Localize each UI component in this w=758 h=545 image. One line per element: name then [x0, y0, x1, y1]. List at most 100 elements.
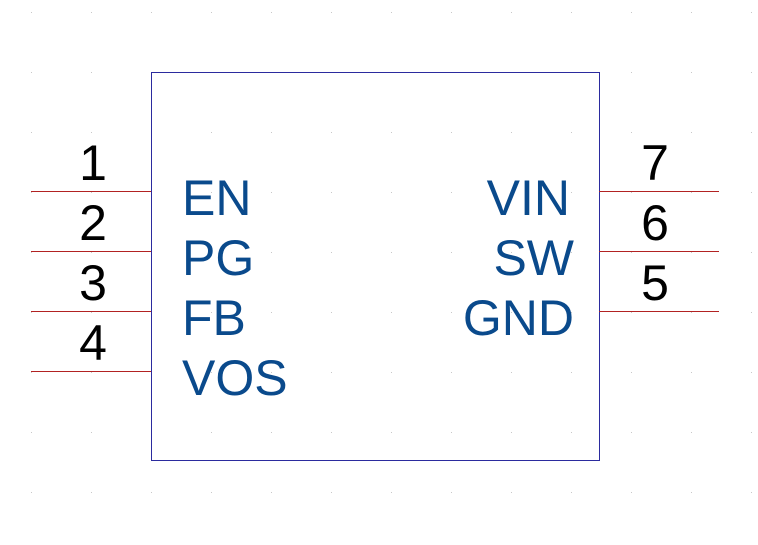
- grid-dot: [631, 12, 632, 13]
- grid-dot: [91, 492, 92, 493]
- grid-dot: [631, 72, 632, 73]
- grid-dot: [211, 192, 212, 193]
- grid-dot: [271, 252, 272, 253]
- grid-dot: [631, 192, 632, 193]
- grid-dot: [691, 252, 692, 253]
- grid-dot: [211, 132, 212, 133]
- grid-dot: [571, 192, 572, 193]
- grid-dot: [31, 72, 32, 73]
- grid-dot: [751, 252, 752, 253]
- grid-dot: [271, 312, 272, 313]
- grid-dot: [691, 312, 692, 313]
- grid-dot: [691, 132, 692, 133]
- grid-dot: [511, 132, 512, 133]
- grid-dot: [451, 372, 452, 373]
- grid-dot: [31, 432, 32, 433]
- grid-dot: [451, 492, 452, 493]
- pin-label-gnd: GND: [463, 290, 574, 346]
- grid-dot: [211, 432, 212, 433]
- grid-dot: [691, 372, 692, 373]
- grid-dot: [751, 312, 752, 313]
- grid-dot: [511, 12, 512, 13]
- pin-4[interactable]: 4 VOS: [31, 315, 288, 406]
- grid-dot: [391, 192, 392, 193]
- grid-dot: [31, 372, 32, 373]
- grid-dot: [271, 432, 272, 433]
- grid-dot: [91, 132, 92, 133]
- grid-dot: [511, 492, 512, 493]
- grid-dot: [331, 252, 332, 253]
- grid-dot: [151, 12, 152, 13]
- grid-dot: [91, 12, 92, 13]
- pin-6[interactable]: 6 SW: [493, 195, 719, 286]
- grid-dot: [211, 372, 212, 373]
- grid-dot: [331, 372, 332, 373]
- grid-dot: [571, 432, 572, 433]
- pin-label-vin: VIN: [487, 170, 570, 226]
- grid-dot: [91, 432, 92, 433]
- pin-5[interactable]: 5 GND: [463, 255, 719, 346]
- grid-dot: [211, 312, 212, 313]
- grid-dot: [451, 132, 452, 133]
- pin-number: 5: [641, 255, 669, 311]
- grid-dot: [331, 492, 332, 493]
- pin-number: 6: [641, 195, 669, 251]
- pin-label-fb: FB: [182, 290, 246, 346]
- grid-dot: [631, 372, 632, 373]
- grid-dot: [31, 492, 32, 493]
- component-body[interactable]: [151, 72, 600, 461]
- grid-dot: [571, 252, 572, 253]
- pin-number: 2: [79, 195, 107, 251]
- grid-dot: [391, 132, 392, 133]
- pin-label-pg: PG: [182, 230, 254, 286]
- grid-dot: [511, 432, 512, 433]
- grid-dot: [211, 12, 212, 13]
- pin-label-vos: VOS: [182, 350, 288, 406]
- right-pins: 7 VIN 6 SW 5 GND: [463, 135, 719, 346]
- grid-dot: [511, 372, 512, 373]
- grid-dot: [451, 12, 452, 13]
- grid-dot: [451, 252, 452, 253]
- grid-dot: [571, 492, 572, 493]
- pin-7[interactable]: 7 VIN: [487, 135, 719, 226]
- grid-dot: [391, 432, 392, 433]
- grid-dot: [631, 132, 632, 133]
- grid-dot: [151, 492, 152, 493]
- grid-dot: [631, 492, 632, 493]
- pin-3[interactable]: 3 FB: [31, 255, 246, 346]
- grid-dot: [211, 252, 212, 253]
- grid-dot: [751, 192, 752, 193]
- grid-dot: [31, 12, 32, 13]
- grid-dot: [691, 12, 692, 13]
- grid-dot: [571, 312, 572, 313]
- grid-dot: [451, 312, 452, 313]
- grid-dot: [511, 192, 512, 193]
- grid-dot: [271, 192, 272, 193]
- grid-dot: [331, 192, 332, 193]
- grid-dot: [691, 492, 692, 493]
- grid-dot: [211, 492, 212, 493]
- grid-dot: [31, 192, 32, 193]
- grid-dot: [631, 312, 632, 313]
- grid-dot: [271, 492, 272, 493]
- grid-dot: [31, 132, 32, 133]
- pin-1[interactable]: 1 EN: [31, 135, 251, 226]
- grid-dot: [391, 312, 392, 313]
- pin-2[interactable]: 2 PG: [31, 195, 254, 286]
- grid-dot: [391, 372, 392, 373]
- grid-dot: [511, 312, 512, 313]
- grid-dot: [511, 252, 512, 253]
- grid-dot: [751, 72, 752, 73]
- grid-dot: [331, 312, 332, 313]
- grid-dot: [751, 12, 752, 13]
- grid-dot: [31, 252, 32, 253]
- grid-dot: [571, 372, 572, 373]
- grid-dots: [31, 12, 752, 493]
- grid-dot: [691, 72, 692, 73]
- grid-dot: [631, 432, 632, 433]
- grid-dot: [331, 12, 332, 13]
- left-pins: 1 EN 2 PG 3 FB 4 VOS: [31, 135, 288, 406]
- grid-dot: [631, 252, 632, 253]
- grid-dot: [391, 252, 392, 253]
